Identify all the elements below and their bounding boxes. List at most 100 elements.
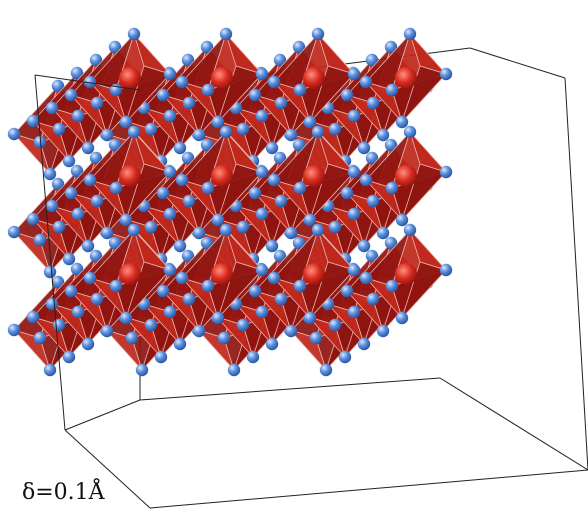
corner-atom xyxy=(403,223,417,237)
center-atom xyxy=(119,263,141,285)
corner-atom xyxy=(347,207,361,221)
corner-atom xyxy=(347,67,361,81)
corner-atom xyxy=(366,96,380,110)
corner-atom xyxy=(274,292,288,306)
corner-atom xyxy=(255,305,269,319)
corner-atom xyxy=(127,223,141,237)
corner-atom xyxy=(248,284,262,298)
corner-atom xyxy=(284,324,298,338)
corner-atom xyxy=(83,173,97,187)
corner-atom xyxy=(144,318,158,332)
corner-atom xyxy=(338,350,352,364)
corner-atom xyxy=(365,249,379,263)
cell-edge-front xyxy=(34,74,141,91)
corner-atom xyxy=(292,40,306,54)
corner-atom xyxy=(311,27,325,41)
corner-atom xyxy=(182,292,196,306)
corner-atom xyxy=(265,239,279,253)
octahedron xyxy=(175,27,269,129)
corner-atom xyxy=(45,199,59,213)
corner-atom xyxy=(236,318,250,332)
corner-atom xyxy=(100,128,114,142)
corner-atom xyxy=(439,67,453,81)
corner-atom xyxy=(182,96,196,110)
corner-atom xyxy=(62,252,76,266)
corner-atom xyxy=(71,305,85,319)
corner-atom xyxy=(81,141,95,155)
corner-atom xyxy=(201,83,215,97)
center-atom xyxy=(211,67,233,89)
corner-atom xyxy=(156,88,170,102)
corner-atom xyxy=(303,311,317,325)
corner-atom xyxy=(71,109,85,123)
corner-atom xyxy=(71,207,85,221)
corner-atom xyxy=(248,186,262,200)
corner-atom xyxy=(293,279,307,293)
corner-atom xyxy=(340,284,354,298)
corner-atom xyxy=(293,181,307,195)
corner-atom xyxy=(328,220,342,234)
corner-atom xyxy=(181,249,195,263)
corner-atom xyxy=(192,226,206,240)
corner-atom xyxy=(52,220,66,234)
corner-atom xyxy=(135,363,149,377)
corner-atom xyxy=(359,271,373,285)
corner-atom xyxy=(192,324,206,338)
corner-atom xyxy=(175,173,189,187)
corner-atom xyxy=(376,128,390,142)
corner-atom xyxy=(89,53,103,67)
cell-edge-front xyxy=(64,429,151,509)
corner-atom xyxy=(173,239,187,253)
corner-atom xyxy=(384,40,398,54)
corner-atom xyxy=(274,96,288,110)
corner-atom xyxy=(175,75,189,89)
corner-atom xyxy=(119,213,133,227)
center-atom xyxy=(395,263,417,285)
corner-atom xyxy=(311,223,325,237)
corner-atom xyxy=(309,331,323,345)
corner-atom xyxy=(385,279,399,293)
octahedron-face xyxy=(309,163,355,221)
unit-cell-front-edges xyxy=(34,47,588,509)
corner-atom xyxy=(219,125,233,139)
corner-atom xyxy=(347,305,361,319)
corner-atom xyxy=(265,337,279,351)
corner-atom xyxy=(255,165,269,179)
corner-atom xyxy=(43,363,57,377)
corner-atom xyxy=(200,40,214,54)
corner-atom xyxy=(255,207,269,221)
corner-atom xyxy=(255,67,269,81)
corner-atom xyxy=(357,141,371,155)
corner-atom xyxy=(156,284,170,298)
corner-atom xyxy=(319,363,333,377)
octahedron-face xyxy=(125,261,171,319)
corner-atom xyxy=(163,109,177,123)
corner-atom xyxy=(70,66,84,80)
corner-atom xyxy=(273,151,287,165)
corner-atom xyxy=(328,318,342,332)
displacement-caption: δ=0.1Å xyxy=(22,480,105,505)
corner-atom xyxy=(340,186,354,200)
corner-atom xyxy=(365,53,379,67)
octahedron-face xyxy=(309,65,355,123)
cell-edge-front xyxy=(564,77,588,471)
corner-atom xyxy=(33,135,47,149)
corner-atom xyxy=(217,331,231,345)
corner-atom xyxy=(384,236,398,250)
corner-atom xyxy=(267,173,281,187)
corner-atom xyxy=(273,53,287,67)
octahedron-face xyxy=(401,65,447,123)
corner-atom xyxy=(89,151,103,165)
corner-atom xyxy=(181,151,195,165)
corner-atom xyxy=(181,53,195,67)
corner-atom xyxy=(403,27,417,41)
corner-atom xyxy=(340,88,354,102)
corner-atom xyxy=(33,331,47,345)
corner-atom xyxy=(359,173,373,187)
corner-atom xyxy=(90,96,104,110)
corner-atom xyxy=(64,88,78,102)
corner-atom xyxy=(51,79,65,93)
corner-atom xyxy=(52,318,66,332)
corner-atom xyxy=(236,220,250,234)
